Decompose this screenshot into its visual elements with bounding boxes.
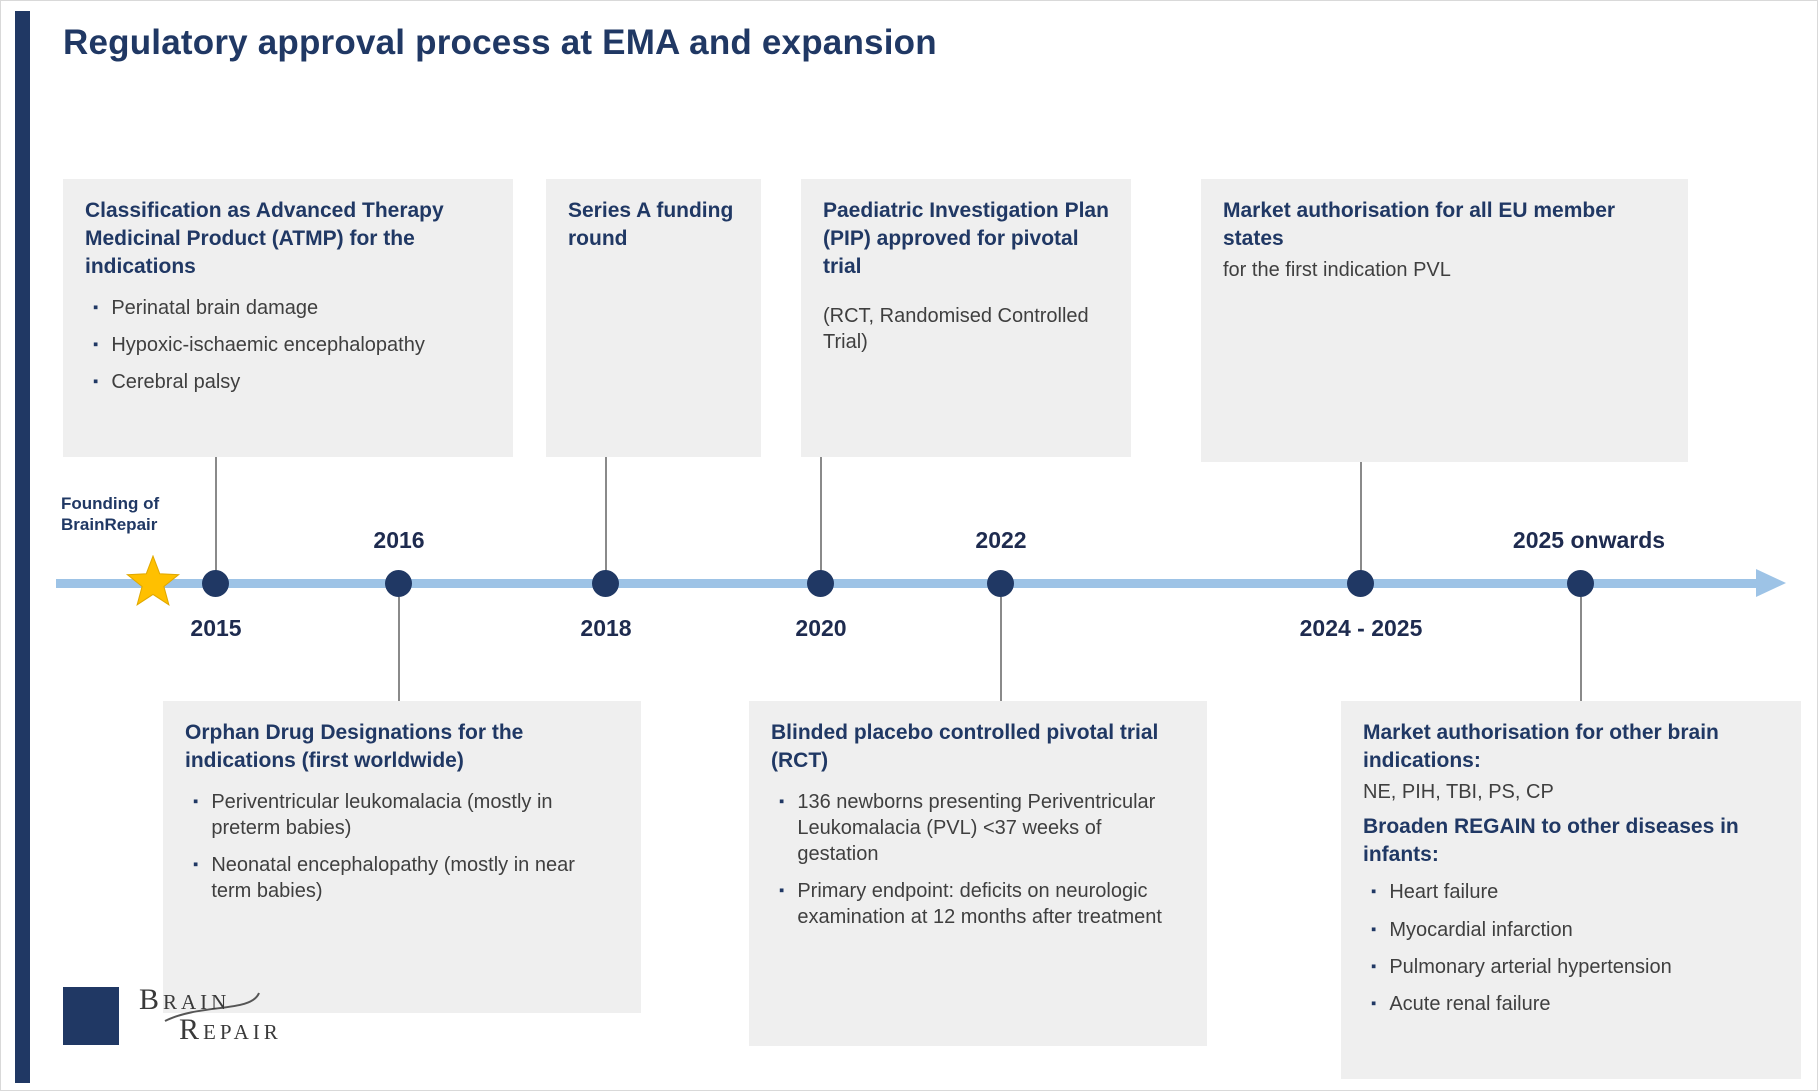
bullet-list: Periventricular leukomalacia (mostly in … — [185, 789, 619, 904]
bullet-square-icon — [1371, 991, 1376, 1017]
year-label-2025-onwards: 2025 onwards — [1512, 527, 1666, 553]
bullet-list: Perinatal brain damage Hypoxic-ischaemic… — [85, 295, 491, 396]
callout-subtitle: (RCT, Randomised Controlled Trial) — [823, 304, 1089, 354]
callout-pivotal-trial: Blinded placebo controlled pivotal trial… — [749, 701, 1207, 1046]
founding-star-icon — [125, 555, 181, 606]
founding-label: Founding of BrainRepair — [61, 493, 159, 536]
timeline-dot-2025-onwards — [1567, 570, 1594, 597]
bullet-square-icon — [93, 369, 98, 395]
bullet-square-icon — [779, 789, 784, 867]
bullet-list: Heart failure Myocardial infarction Pulm… — [1363, 879, 1779, 1017]
bullet-square-icon — [1371, 954, 1376, 980]
timeline-dot-2018 — [592, 570, 619, 597]
callout-title: Orphan Drug Designations for the indicat… — [185, 721, 524, 772]
callout-market-authorisation-eu: Market authorisation for all EU member s… — [1201, 179, 1688, 462]
left-accent-bar — [15, 11, 30, 1083]
bullet-square-icon — [93, 295, 98, 321]
bullet-text: Perinatal brain damage — [111, 296, 319, 319]
bullet-item: Myocardial infarction — [1363, 917, 1779, 943]
logo-text: Brain Repair — [131, 983, 321, 1047]
callout-title: Series A funding round — [568, 199, 734, 250]
year-label-2024-2025: 2024 - 2025 — [1299, 615, 1423, 641]
callout-orphan-drug: Orphan Drug Designations for the indicat… — [163, 701, 641, 1013]
bullet-text: Acute renal failure — [1389, 993, 1551, 1016]
bullet-text: Pulmonary arterial hypertension — [1389, 955, 1672, 978]
callout-subtitle: NE, PIH, TBI, PS, CP — [1363, 780, 1554, 803]
callout-market-authorisation-other: Market authorisation for other brain ind… — [1341, 701, 1801, 1079]
bullet-item: Hypoxic-ischaemic encephalopathy — [85, 332, 491, 358]
bullet-item: Cerebral palsy — [85, 369, 491, 395]
bullet-list: 136 newborns presenting Periventricular … — [771, 789, 1185, 930]
bullet-text: Heart failure — [1389, 881, 1499, 904]
connector-line — [1580, 597, 1582, 701]
bullet-item: Perinatal brain damage — [85, 295, 491, 321]
callout-title: Classification as Advanced Therapy Medic… — [85, 199, 444, 278]
timeline-dot-2016 — [385, 570, 412, 597]
logo-text-repair: Repair — [179, 1013, 282, 1046]
bullet-text: Cerebral palsy — [111, 371, 241, 394]
year-label-2022: 2022 — [975, 527, 1027, 553]
callout-title: Market authorisation for all EU member s… — [1223, 199, 1616, 250]
timeline-dot-2015 — [202, 570, 229, 597]
bullet-text: Hypoxic-ischaemic encephalopathy — [111, 334, 425, 357]
callout-title: Market authorisation for other brain ind… — [1363, 721, 1719, 772]
connector-line — [605, 457, 607, 572]
bullet-item: Heart failure — [1363, 879, 1779, 905]
bullet-text: Neonatal encephalopathy (mostly in near … — [211, 853, 575, 902]
logo-swoosh-icon — [164, 992, 260, 1022]
bullet-text: Myocardial infarction — [1389, 918, 1573, 941]
bullet-item: Acute renal failure — [1363, 991, 1779, 1017]
brand-logo: Brain Repair — [63, 983, 321, 1047]
connector-line — [1360, 462, 1362, 572]
bullet-item: Neonatal encephalopathy (mostly in near … — [185, 852, 619, 904]
bullet-square-icon — [1371, 917, 1376, 943]
callout-subtitle: for the first indication PVL — [1223, 258, 1451, 281]
connector-line — [820, 457, 822, 572]
year-label-2018: 2018 — [580, 615, 632, 641]
timeline-dot-2020 — [807, 570, 834, 597]
callout-pip-approval: Paediatric Investigation Plan (PIP) appr… — [801, 179, 1131, 457]
timeline-dot-2024-2025 — [1347, 570, 1374, 597]
bullet-text: 136 newborns presenting Periventricular … — [797, 790, 1156, 865]
founding-label-line2: BrainRepair — [61, 515, 158, 535]
logo-text-brain: Brain — [139, 983, 231, 1016]
callout-title: Paediatric Investigation Plan (PIP) appr… — [823, 199, 1109, 278]
bullet-item: 136 newborns presenting Periventricular … — [771, 789, 1185, 867]
bullet-square-icon — [193, 852, 198, 904]
connector-line — [1000, 597, 1002, 701]
bullet-square-icon — [779, 878, 784, 930]
bullet-square-icon — [1371, 879, 1376, 905]
bullet-square-icon — [93, 332, 98, 358]
logo-square — [63, 987, 119, 1045]
bullet-item: Periventricular leukomalacia (mostly in … — [185, 789, 619, 841]
callout-title: Blinded placebo controlled pivotal trial… — [771, 721, 1159, 772]
callout-atmp-classification: Classification as Advanced Therapy Medic… — [63, 179, 513, 457]
bullet-text: Periventricular leukomalacia (mostly in … — [211, 790, 553, 839]
bullet-item: Primary endpoint: deficits on neurologic… — [771, 878, 1185, 930]
year-label-2016: 2016 — [373, 527, 425, 553]
callout-series-a: Series A funding round — [546, 179, 761, 457]
page-title: Regulatory approval process at EMA and e… — [63, 23, 937, 62]
founding-label-line1: Founding of — [61, 494, 160, 513]
callout-title-secondary: Broaden REGAIN to other diseases in infa… — [1363, 815, 1739, 867]
year-label-2020: 2020 — [795, 615, 847, 641]
connector-line — [398, 597, 400, 701]
bullet-square-icon — [193, 789, 198, 841]
year-label-2015: 2015 — [190, 615, 242, 641]
timeline-axis — [56, 579, 1761, 588]
connector-line — [215, 457, 217, 572]
timeline-arrowhead-icon — [1756, 569, 1786, 597]
bullet-item: Pulmonary arterial hypertension — [1363, 954, 1779, 980]
timeline-dot-2022 — [987, 570, 1014, 597]
bullet-text: Primary endpoint: deficits on neurologic… — [797, 879, 1162, 928]
